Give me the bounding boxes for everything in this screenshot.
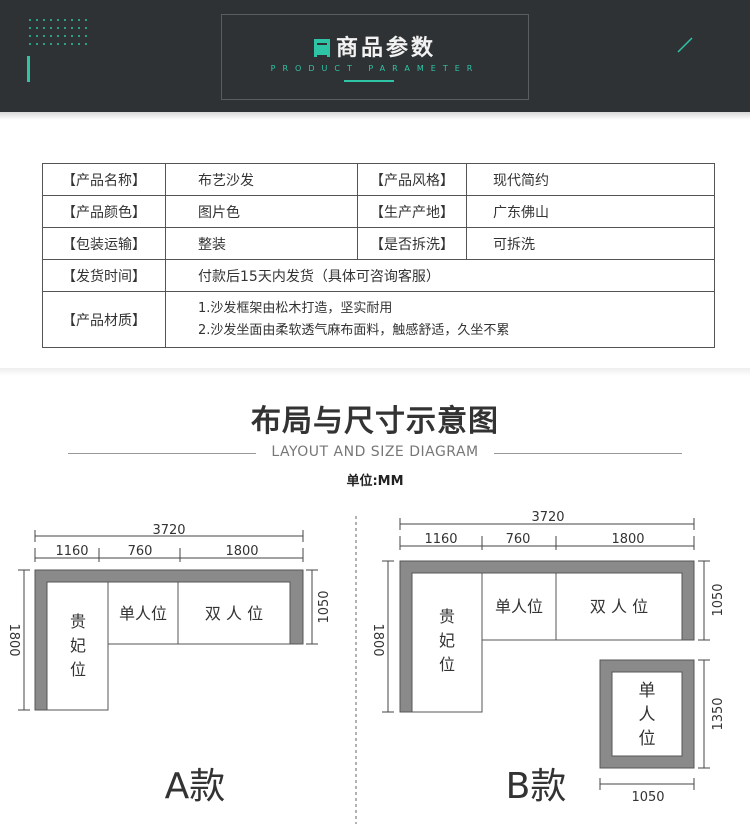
delivery-value: 付款后15天内发货（具体可咨询客服） xyxy=(165,259,715,292)
a-seg-1: 1160 xyxy=(55,544,88,559)
b-seg-2: 760 xyxy=(506,532,531,547)
banner-shadow xyxy=(0,112,750,120)
name-value: 布艺沙发 xyxy=(165,163,358,196)
dot-grid-decoration xyxy=(29,19,87,45)
chaise-seat xyxy=(411,572,483,713)
section-divider xyxy=(0,368,750,376)
material-line-1: 1.沙发框架由松木打造，坚实耐用 xyxy=(198,300,393,316)
single-seat xyxy=(107,581,179,645)
rule-right xyxy=(494,453,682,454)
model-b xyxy=(382,518,710,790)
b-depth-right: 1050 xyxy=(711,583,726,616)
single-seat xyxy=(481,572,557,641)
layout-drawings: 3720 1160 760 1800 1800 1050 贵 妃 位 单人位 双… xyxy=(0,500,750,824)
title-underline xyxy=(344,80,394,82)
ottoman-seat xyxy=(611,671,683,757)
a-depth-right: 1050 xyxy=(317,590,332,623)
b-seg-3: 1800 xyxy=(611,532,644,547)
unit-label: 单位:MM xyxy=(346,474,404,489)
model-b-frame xyxy=(399,560,695,769)
b-double-seat-label: 双 人 位 xyxy=(590,597,648,616)
material-value: 1.沙发框架由松木打造，坚实耐用 2.沙发坐面由柔软透气麻布面料，触感舒适，久坐… xyxy=(165,291,715,348)
accent-bar xyxy=(27,56,30,82)
table-row: 【产品颜色】 图片色 【生产产地】 广东佛山 xyxy=(42,195,715,228)
b-ottoman-height: 1350 xyxy=(711,697,726,730)
b-ottoman-width: 1050 xyxy=(631,790,664,805)
slash-decoration xyxy=(677,37,693,53)
b-ottoman-label-1: 单 xyxy=(639,681,656,701)
b-seg-1: 1160 xyxy=(424,532,457,547)
title-frame xyxy=(221,14,529,100)
a-seg-3: 1800 xyxy=(225,544,258,559)
document-icon xyxy=(313,39,330,57)
material-label: 【产品材质】 xyxy=(42,291,166,348)
table-row: 【包装运输】 整装 【是否拆洗】 可拆洗 xyxy=(42,227,715,260)
color-label: 【产品颜色】 xyxy=(42,195,166,228)
color-value: 图片色 xyxy=(165,195,358,228)
table-row: 【产品材质】 1.沙发框架由松木打造，坚实耐用 2.沙发坐面由柔软透气麻布面料，… xyxy=(42,291,715,348)
page-subtitle: PRODUCT PARAMETER xyxy=(270,64,480,73)
b-chaise-label-1: 贵 xyxy=(439,607,455,626)
a-chaise-label-2: 妃 xyxy=(70,636,86,655)
removable-label: 【是否拆洗】 xyxy=(357,227,467,260)
material-line-2: 2.沙发坐面由柔软透气麻布面料，触感舒适，久坐不累 xyxy=(198,322,510,338)
a-double-seat-label: 双 人 位 xyxy=(205,604,263,623)
table-row: 【产品名称】 布艺沙发 【产品风格】 现代简约 xyxy=(42,163,715,196)
b-ottoman-label-2: 人 xyxy=(639,705,656,725)
name-label: 【产品名称】 xyxy=(42,163,166,196)
a-seg-2: 760 xyxy=(128,544,153,559)
style-value: 现代简约 xyxy=(466,163,715,196)
model-a-name: A款 xyxy=(165,766,226,807)
origin-value: 广东佛山 xyxy=(466,195,715,228)
double-seat xyxy=(177,581,291,645)
a-chaise-label-1: 贵 xyxy=(70,612,86,631)
header-banner: 商品参数 PRODUCT PARAMETER xyxy=(0,0,750,112)
a-depth-left: 1800 xyxy=(6,623,21,656)
a-single-seat-label: 单人位 xyxy=(119,604,167,623)
diagram-title: 布局与尺寸示意图 xyxy=(251,404,499,439)
model-a xyxy=(18,530,318,711)
model-a-frame xyxy=(34,569,304,711)
delivery-label: 【发货时间】 xyxy=(42,259,166,292)
origin-label: 【生产产地】 xyxy=(357,195,467,228)
removable-value: 可拆洗 xyxy=(466,227,715,260)
diagram-subtitle: LAYOUT AND SIZE DIAGRAM xyxy=(271,444,479,460)
style-label: 【产品风格】 xyxy=(357,163,467,196)
a-total-width: 3720 xyxy=(152,523,185,538)
package-label: 【包装运输】 xyxy=(42,227,166,260)
package-value: 整装 xyxy=(165,227,358,260)
b-depth-left: 1800 xyxy=(370,623,385,656)
double-seat xyxy=(555,572,683,641)
parameter-table: 【产品名称】 布艺沙发 【产品风格】 现代简约 【产品颜色】 图片色 【生产产地… xyxy=(42,163,715,348)
model-b-name: B款 xyxy=(506,766,567,807)
sofa-diagram: 3720 1160 760 1800 1800 1050 贵 妃 位 单人位 双… xyxy=(6,510,726,824)
page-title: 商品参数 xyxy=(0,30,750,62)
a-chaise-label-3: 位 xyxy=(70,660,86,679)
chaise-seat xyxy=(46,581,109,711)
b-chaise-label-3: 位 xyxy=(439,655,455,674)
table-row: 【发货时间】 付款后15天内发货（具体可咨询客服） xyxy=(42,259,715,292)
page-title-text: 商品参数 xyxy=(335,36,436,61)
rule-left xyxy=(68,453,256,454)
b-total-width: 3720 xyxy=(531,510,564,525)
b-chaise-label-2: 妃 xyxy=(439,631,455,650)
b-single-seat-label: 单人位 xyxy=(495,597,543,616)
b-ottoman-label-3: 位 xyxy=(639,729,656,749)
